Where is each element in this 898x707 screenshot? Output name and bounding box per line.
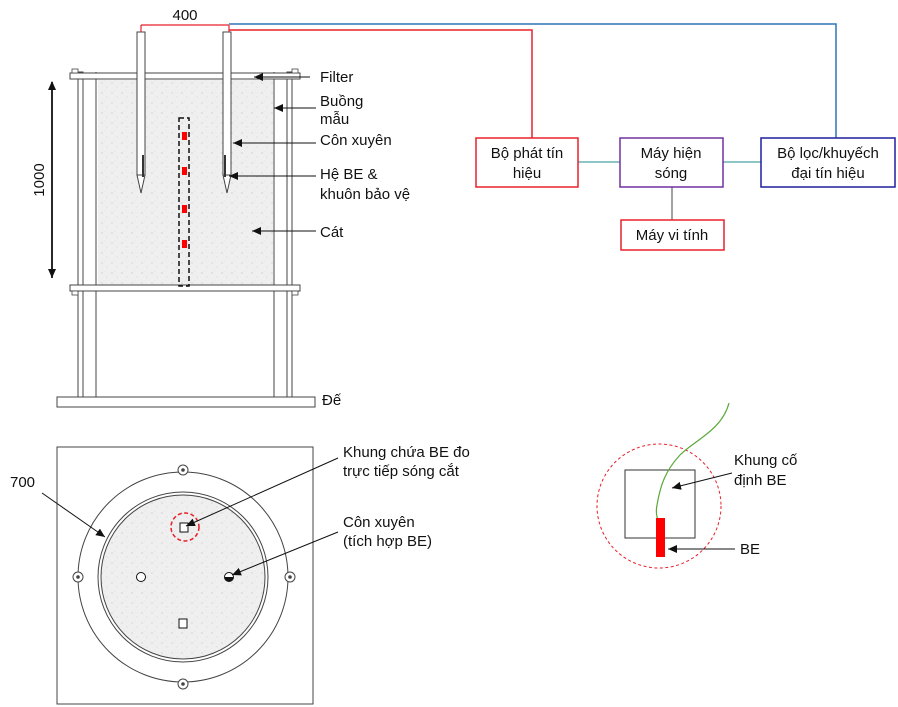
sand-body [98,80,273,285]
base-plate [56,396,316,408]
fixing-frame-label-line1: Khung cố [734,452,798,469]
plan-view: 700 Khung chứa BE đo trực tiếp sóng cắt … [10,444,470,705]
diameter-label: 700 [10,474,35,491]
plan-cone-leader [231,531,339,576]
lower-frame-marker [178,618,188,629]
chamber-right-wall [286,71,293,398]
computer-label: Máy vi tính [636,227,709,244]
cone-position-right [224,572,234,582]
be-detail-view: Khung cố định BE BE [596,402,798,569]
cone-rod-right [222,31,232,194]
signal-generator-line1: Bộ phát tín [491,145,564,162]
be-element-detail [656,518,665,557]
be-element [182,167,187,175]
elevation-view: 400 1000 Filter Buồng mẫu Côn xuyên Hệ B… [31,7,410,409]
be-element [182,240,187,248]
detail-dashed-circle [596,443,722,569]
plan-cone-label-line2: (tích hợp BE) [343,533,432,550]
be-element [182,205,187,213]
sand-label: Cát [320,224,344,241]
red-signal-wire [229,29,533,138]
oscilloscope-line1: Máy hiện [641,145,702,162]
bolt-icon [177,678,189,690]
be-protective-mold [178,117,190,287]
bolt-icon [177,464,189,476]
fixing-frame-label-line2: định BE [734,472,787,489]
be-frame-marker [179,522,189,533]
be-detail-label: BE [740,541,760,558]
bottom-plate [69,284,301,292]
width-dimension: 400 [140,7,230,32]
height-label: 1000 [31,163,48,196]
be-element [182,132,187,140]
filter-plate [69,72,301,80]
oscilloscope-line2: sóng [655,165,688,182]
signal-generator-box: Bộ phát tín hiệu [475,137,579,188]
blue-signal-wire [229,23,837,138]
cone-rod-left [136,31,146,194]
diameter-leader [41,492,106,538]
be-frame-highlight [170,512,200,542]
amplifier-line1: Bộ lọc/khuyếch [777,145,879,162]
oscilloscope-box: Máy hiện sóng [619,137,724,188]
bolt-icon [284,571,296,583]
cone-position-left [136,572,146,582]
computer-box: Máy vi tính [620,219,725,251]
width-label: 400 [172,7,197,24]
base-label: Đế [322,392,342,409]
amplifier-box: Bộ lọc/khuyếch đại tín hiệu [760,137,896,188]
be-frame-label-line1: Khung chứa BE đo [343,444,470,461]
signal-generator-line2: hiệu [513,165,541,182]
be-frame-leader [185,457,339,527]
filter-label: Filter [320,69,353,86]
cone-label: Côn xuyên [320,132,392,149]
be-frame-label-line2: trực tiếp sóng cắt [343,463,460,480]
bolt-icon [72,571,84,583]
chamber-label-line1: Buồng [320,93,363,110]
fixing-frame-leader [671,472,733,490]
amplifier-line2: đại tín hiệu [791,165,864,182]
be-label-line2: khuôn bảo vệ [320,186,410,203]
be-label-line1: Hệ BE & [320,166,378,183]
chamber-left-wall [77,71,84,398]
chamber-label-line2: mẫu [320,111,349,128]
plan-sand-body [100,494,266,660]
height-dimension: 1000 [31,81,56,278]
plan-cone-label-line1: Côn xuyên [343,514,415,531]
sensor-wire [655,402,730,523]
